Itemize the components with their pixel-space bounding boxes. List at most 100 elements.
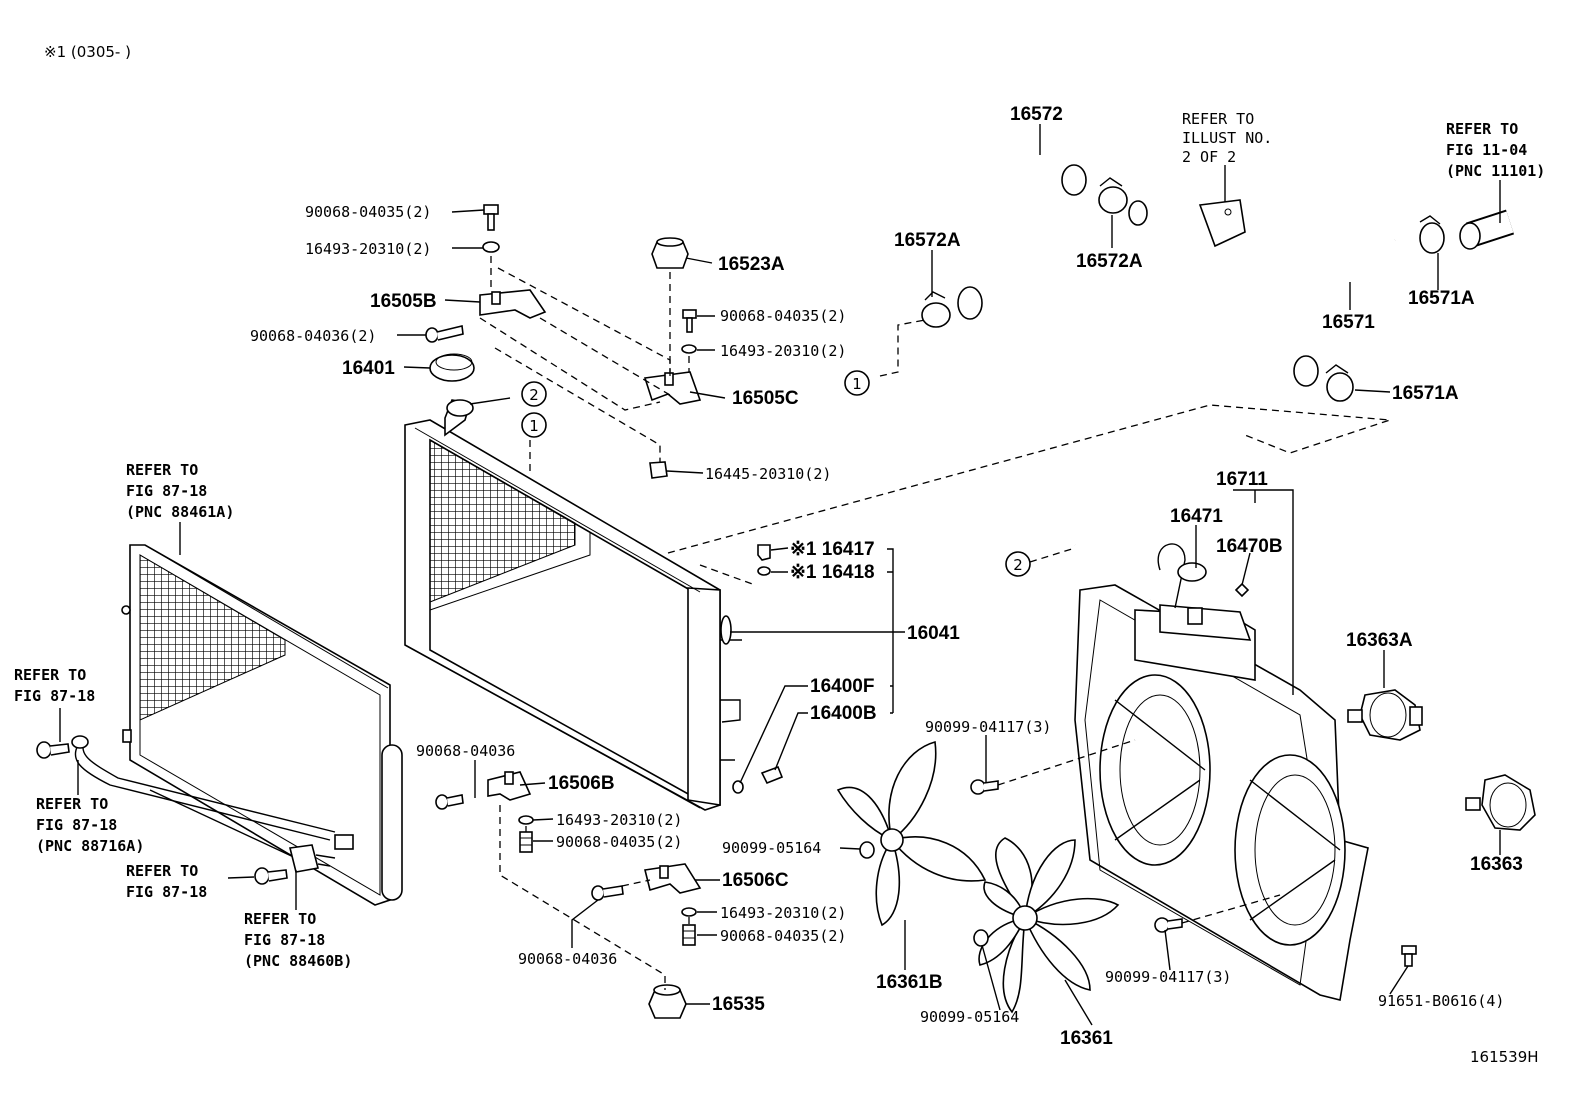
label-90068-04035-c: 90068-04035(2) [556, 833, 682, 851]
label-16493-20310-c: 16493-20310(2) [556, 811, 682, 829]
bolt-90068-04035-d [682, 924, 696, 946]
bolt-90068-04035-a [483, 204, 499, 231]
refer-fig-87-18-pnc-88460b: REFER TO FIG 87-18 (PNC 88460B) [244, 910, 352, 970]
hose-clamp-16572A-right [1098, 177, 1128, 214]
clip-16470B [1234, 582, 1250, 598]
label-16041: 16041 [907, 623, 960, 644]
radiator-cap-16401 [429, 353, 475, 382]
label-16471: 16471 [1170, 506, 1223, 527]
bracket-16505C [643, 371, 702, 405]
refer-fig-87-18-bottom: REFER TO FIG 87-18 [126, 862, 207, 901]
svg-text:REFER TO: REFER TO [1446, 120, 1518, 138]
plug-16400B [760, 765, 784, 785]
fan-16361B [836, 740, 987, 927]
bolt-90068-04035-c [519, 831, 533, 853]
assembly-dashed-lines [479, 256, 1391, 990]
label-16493-20310-a: 16493-20310(2) [305, 240, 431, 258]
washer-16493-c [518, 815, 534, 825]
cushion-16445 [649, 461, 668, 479]
fan-motor-16363A [1347, 689, 1423, 741]
label-90068-04036-b: 90068-04036 [416, 742, 515, 760]
svg-text:FIG 87-18: FIG 87-18 [14, 687, 95, 705]
label-16571A-bottom: 16571A [1392, 383, 1459, 404]
washer-16493-b [681, 344, 697, 354]
label-16445-20310: 16445-20310(2) [705, 465, 831, 483]
label-90068-04036-c: 90068-04036 [518, 950, 617, 968]
condenser [121, 544, 403, 906]
label-16571: 16571 [1322, 312, 1375, 333]
svg-text:REFER TO: REFER TO [36, 795, 108, 813]
bracket-16505B [479, 289, 547, 319]
svg-text:(PNC 88716A): (PNC 88716A) [36, 837, 144, 855]
svg-text:FIG 87-18: FIG 87-18 [126, 883, 207, 901]
label-16361B: 16361B [876, 972, 943, 993]
shroud-bolts [859, 779, 1417, 967]
label-16400B: 16400B [810, 703, 877, 724]
refer-fig-87-18-left: REFER TO FIG 87-18 [14, 666, 95, 705]
o-ring-16418 [757, 566, 771, 576]
reserve-tank-cap [1177, 562, 1207, 582]
label-16505B: 16505B [370, 291, 437, 312]
label-16572A-right: 16572A [1076, 251, 1143, 272]
refer-fig-87-18-pnc-88461a: REFER TO FIG 87-18 (PNC 88461A) [126, 461, 234, 521]
svg-text:1: 1 [529, 417, 539, 435]
refer-illust-2-of-2: REFER TO ILLUST NO. 2 OF 2 [1182, 110, 1272, 166]
leader-lines [59, 124, 1501, 1026]
label-16400F: 16400F [810, 676, 874, 697]
svg-text:(PNC 11101): (PNC 11101) [1446, 162, 1545, 180]
fan-motor-16363 [1465, 774, 1536, 831]
reserve-tank-hose-16471 [1074, 542, 1186, 609]
label-16401: 16401 [342, 358, 395, 379]
figure-id: 161539H [1470, 1048, 1539, 1066]
label-90068-04035-a: 90068-04035(2) [305, 203, 431, 221]
label-16572A-left: 16572A [894, 230, 961, 251]
condenser-bolts [36, 741, 288, 885]
label-16361: 16361 [1060, 1028, 1113, 1049]
svg-text:FIG 11-04: FIG 11-04 [1446, 141, 1527, 159]
hose-clamp-16571A-bottom [1325, 364, 1354, 402]
circle-marker-2-shroud: 2 [1005, 547, 1076, 577]
svg-text:REFER TO: REFER TO [1182, 110, 1254, 128]
label-90099-04117-b: 90099-04117(3) [1105, 968, 1231, 986]
label-16711: 16711 [1216, 469, 1268, 490]
upper-hose-16572 [944, 150, 1087, 320]
label-90099-05164-b: 90099-05164 [920, 1008, 1019, 1026]
label-16523A: 16523A [718, 254, 785, 275]
condenser-pipes [71, 735, 354, 873]
bolt-90068-04035-b [682, 309, 697, 333]
applicability-note: ※1 (0305- ) [44, 43, 131, 61]
refer-fig-11-04: REFER TO FIG 11-04 (PNC 11101) [1446, 120, 1545, 180]
refer-fig-87-18-pnc-88716a: REFER TO FIG 87-18 (PNC 88716A) [36, 795, 144, 855]
circle-marker-2-top: 2 [521, 381, 547, 407]
label-90099-05164-a: 90099-05164 [722, 839, 821, 857]
svg-text:FIG 87-18: FIG 87-18 [126, 482, 207, 500]
label-16363A: 16363A [1346, 630, 1413, 651]
svg-text:(PNC 88460B): (PNC 88460B) [244, 952, 352, 970]
water-outlet-pipe [1128, 199, 1246, 248]
bracket-16506C [644, 863, 702, 894]
radiator-support-16523A [651, 237, 689, 269]
svg-text:FIG 87-18: FIG 87-18 [36, 816, 117, 834]
svg-text:REFER TO: REFER TO [126, 461, 198, 479]
label-16418: ※1 16418 [790, 562, 875, 583]
reserve-tank [1134, 604, 1256, 681]
fan-shroud-16711 [1074, 584, 1369, 1001]
label-16571A-top: 16571A [1408, 288, 1475, 309]
svg-text:REFER TO: REFER TO [244, 910, 316, 928]
pipe-fig-11-04 [1459, 209, 1515, 250]
label-16417: ※1 16417 [790, 539, 875, 560]
circle-marker-1-top: 1 [521, 412, 547, 438]
label-16505C: 16505C [732, 388, 799, 409]
label-90068-04035-d: 90068-04035(2) [720, 927, 846, 945]
bolt-90068-04036-a [425, 325, 464, 343]
radiator-16041 [404, 419, 742, 811]
drain-cock-16417 [757, 544, 771, 561]
bracket-16506B [487, 771, 532, 801]
washer-16493-a [482, 241, 500, 253]
label-16572: 16572 [1010, 104, 1063, 125]
label-90068-04035-b: 90068-04035(2) [720, 307, 846, 325]
svg-text:FIG 87-18: FIG 87-18 [244, 931, 325, 949]
label-16506C: 16506C [722, 870, 789, 891]
svg-text:1: 1 [852, 375, 862, 393]
